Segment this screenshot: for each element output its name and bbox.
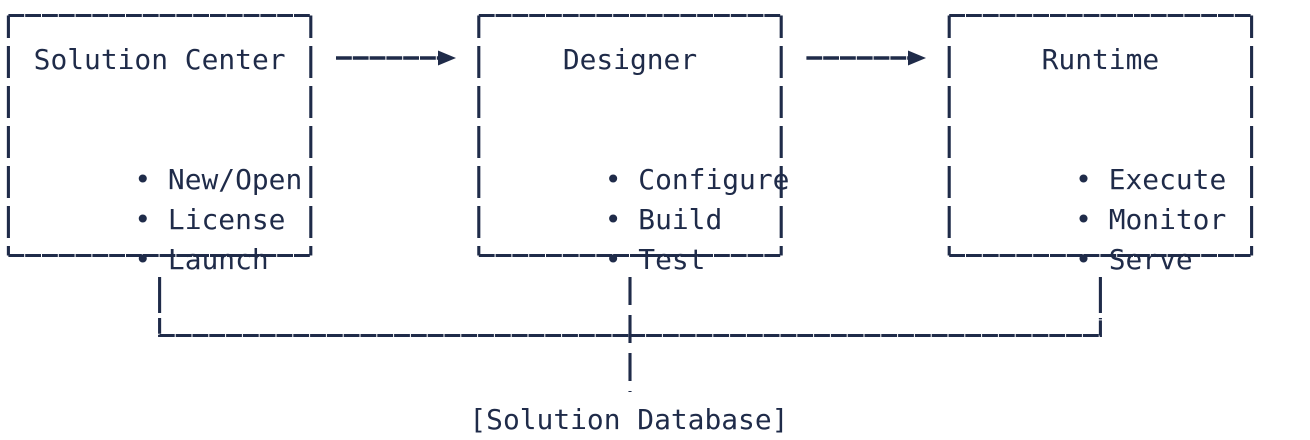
box-title-runtime: Runtime (1041, 43, 1160, 76)
list-item: • Monitor (974, 160, 1226, 236)
item-label: License (167, 203, 286, 236)
list-item: • Build (504, 160, 723, 236)
box-solution-center: Solution Center • New/Open • License • Laun… (0, 0, 319, 276)
item-label: Monitor (1108, 203, 1227, 236)
box-title-designer: Designer (562, 43, 698, 76)
item-label: Test (638, 243, 706, 276)
list-item: • Configure (504, 120, 790, 196)
database-connector (158, 277, 1102, 392)
box-runtime: Runtime • Execute • Monitor • Serve (941, 0, 1260, 276)
item-label: New/Open (167, 163, 303, 196)
bullet-icon: • (1075, 243, 1092, 276)
bullet-icon: • (604, 203, 622, 236)
list-item: • Execute (974, 120, 1226, 196)
box-border-solution-center (6, 13, 313, 258)
list-item: • Serve (974, 200, 1193, 276)
box-designer: Designer • Configure • Build • Test (470, 0, 790, 276)
box-border-runtime (947, 13, 1254, 258)
bullet-icon: • (134, 203, 152, 236)
bullet-icon: • (134, 163, 152, 196)
bullet-icon: • (604, 163, 622, 196)
box-title-solution-center: Solution Center (33, 43, 286, 76)
bullet-icon: • (134, 243, 152, 276)
item-label: Launch (167, 243, 269, 276)
list-item: • License (34, 160, 285, 236)
bullet-icon: • (1075, 163, 1092, 196)
bullet-icon: • (1075, 203, 1092, 236)
arrow-designer-to-runtime (806, 50, 926, 66)
item-label: Execute (1108, 163, 1227, 196)
item-label: Configure (638, 163, 790, 196)
item-label: Serve (1108, 243, 1193, 276)
list-item: • Launch (34, 200, 268, 276)
list-item: • Test (504, 200, 706, 276)
list-item: • New/Open (34, 120, 302, 196)
item-label: Build (638, 203, 723, 236)
box-border-designer (477, 13, 783, 258)
database-label: [Solution Database] (469, 403, 789, 436)
bullet-icon: • (604, 243, 622, 276)
arrow-solution-center-to-designer (336, 50, 456, 66)
